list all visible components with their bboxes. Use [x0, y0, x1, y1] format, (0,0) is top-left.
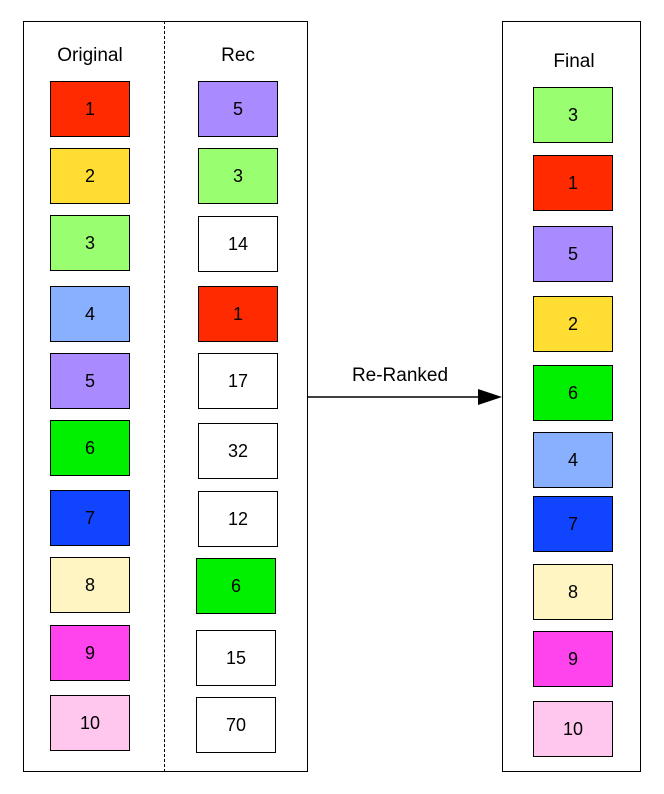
original-item-box: 5: [50, 353, 130, 409]
final-item-box: 1: [533, 155, 613, 211]
rec-item-box: 14: [198, 216, 278, 272]
dashed-divider: [164, 21, 165, 772]
final-item-box: 4: [533, 432, 613, 488]
final-item-box: 3: [533, 87, 613, 143]
original-item-box: 9: [50, 625, 130, 681]
rec-item-box: 70: [196, 697, 276, 753]
rec-item-box: 32: [198, 423, 278, 479]
original-item-box: 8: [50, 557, 130, 613]
final-item-box: 5: [533, 226, 613, 282]
arrow-head: [478, 389, 502, 405]
original-item-box: 6: [50, 420, 130, 476]
final-item-box: 8: [533, 564, 613, 620]
final-item-box: 2: [533, 296, 613, 352]
original-item-box: 3: [50, 215, 130, 271]
original-item-box: 4: [50, 286, 130, 342]
rec-column-title: Rec: [221, 45, 255, 66]
final-item-box: 9: [533, 631, 613, 687]
rec-item-box: 17: [198, 353, 278, 409]
final-item-box: 7: [533, 496, 613, 552]
original-item-box: 10: [50, 695, 130, 751]
final-item-box: 10: [533, 701, 613, 757]
original-item-box: 2: [50, 148, 130, 204]
final-column-title: Final: [553, 51, 595, 72]
rec-item-box: 6: [196, 558, 276, 614]
rec-item-box: 12: [198, 491, 278, 547]
rec-item-box: 3: [198, 148, 278, 204]
rec-item-box: 5: [198, 81, 278, 137]
original-item-box: 1: [50, 81, 130, 137]
rec-item-box: 15: [196, 630, 276, 686]
rec-item-box: 1: [198, 286, 278, 342]
original-column-title: Original: [57, 45, 123, 66]
re-ranked-label: Re-Ranked: [351, 365, 449, 386]
original-item-box: 7: [50, 490, 130, 546]
final-item-box: 6: [533, 365, 613, 421]
